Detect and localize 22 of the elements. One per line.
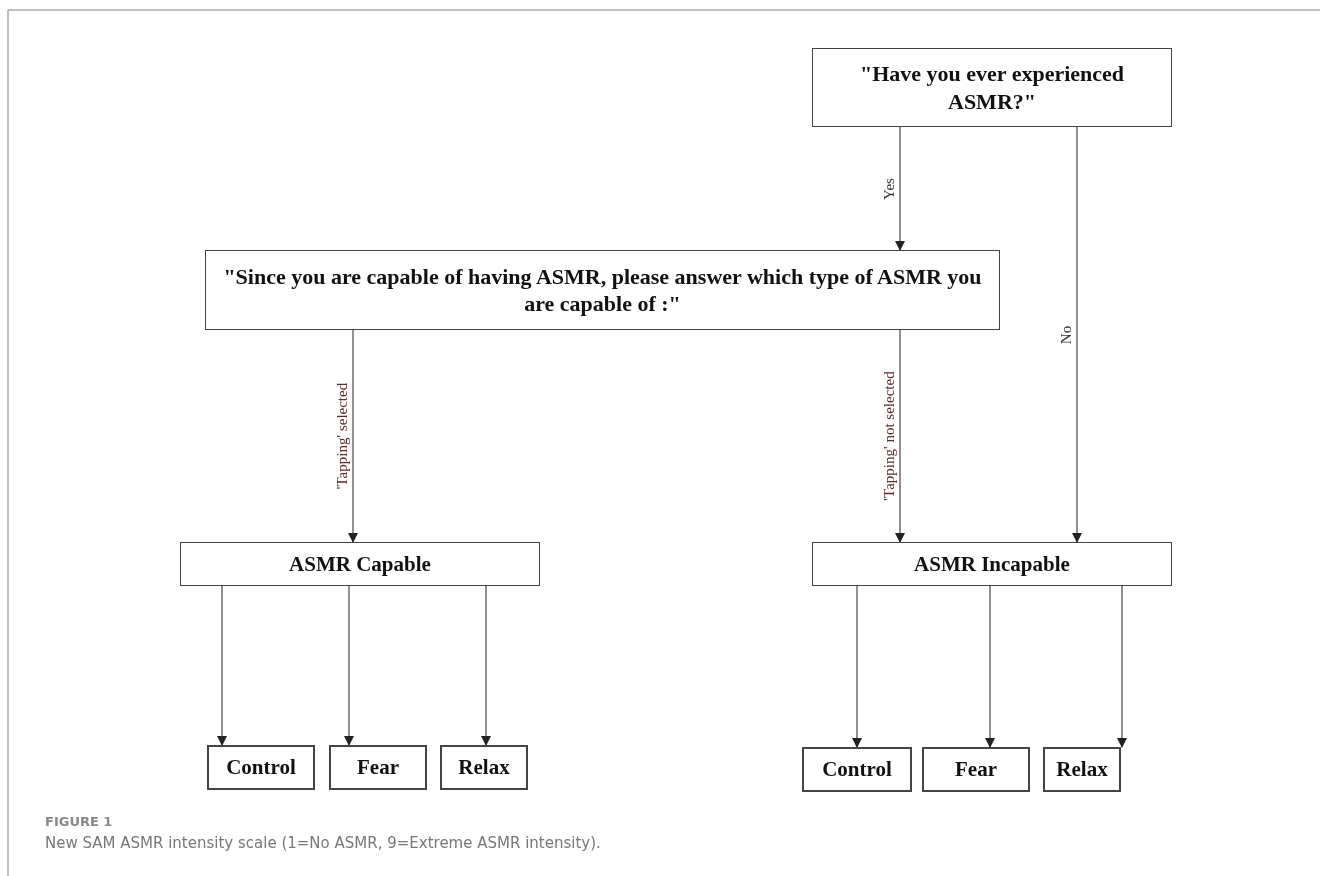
- arrow: [985, 585, 995, 748]
- condition-box: Fear: [922, 747, 1030, 792]
- arrow: [217, 585, 227, 746]
- condition-box: Control: [207, 745, 315, 790]
- figure-number: FIGURE 1: [45, 814, 113, 829]
- caption: New SAM ASMR intensity scale (1=No ASMR, 9=Extreme ASMR intensity).: [45, 834, 601, 852]
- question-box: "Have you ever experienced ASMR?": [812, 48, 1172, 127]
- group-box: ASMR Incapable: [812, 542, 1172, 586]
- question-box: "Since you are capable of having ASMR, please answer which type of ASMR you are capable of :": [205, 250, 1000, 330]
- condition-box: Relax: [440, 745, 528, 790]
- arrow: [348, 329, 358, 543]
- arrow: [895, 329, 905, 543]
- arrow: [852, 585, 862, 748]
- arrow: [1117, 585, 1127, 748]
- arrow: [344, 585, 354, 746]
- condition-box: Fear: [329, 745, 427, 790]
- arrow: [481, 585, 491, 746]
- condition-box: Relax: [1043, 747, 1121, 792]
- arrow: [1072, 126, 1082, 543]
- condition-box: Control: [802, 747, 912, 792]
- group-box: ASMR Capable: [180, 542, 540, 586]
- arrow: [895, 126, 905, 251]
